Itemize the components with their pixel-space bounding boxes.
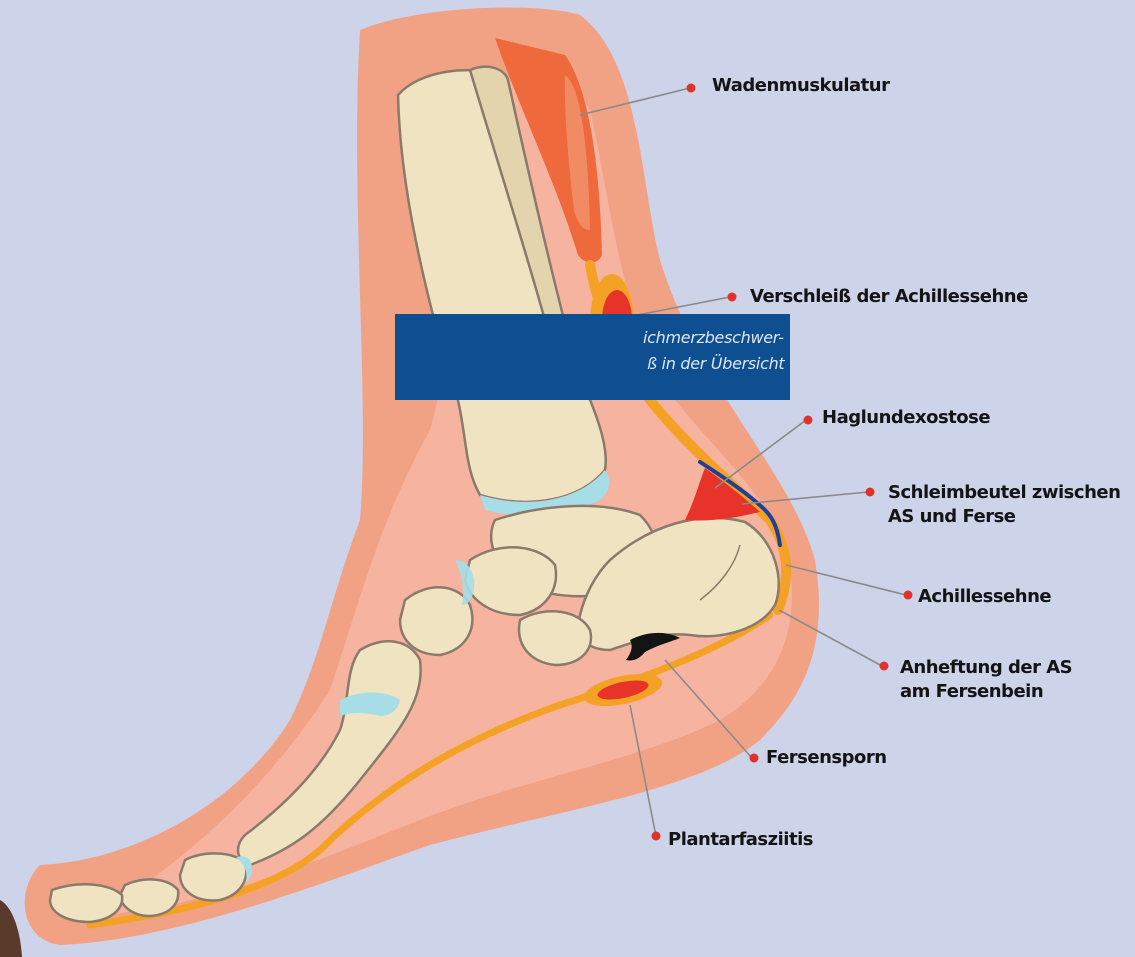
caption-box: ichmerzbeschwer- ß in der Übersicht — [395, 314, 790, 400]
cuneiform — [400, 587, 472, 655]
caption-line-2: ß in der Übersicht — [647, 354, 784, 373]
label-anheftung: Anheftung der AS am Fersenbein — [900, 656, 1072, 704]
label-verschleiss: Verschleiß der Achillessehne — [750, 285, 1028, 309]
toe-proximal-phalanx — [180, 853, 246, 900]
label-achillessehne: Achillessehne — [918, 585, 1051, 609]
caption-line-1: ichmerzbeschwer- — [643, 328, 784, 347]
label-haglundexostose: Haglundexostose — [822, 406, 990, 430]
hand-fragment — [0, 900, 22, 957]
label-plantarfasziitis: Plantarfasziitis — [668, 828, 813, 852]
label-wadenmuskulatur: Wadenmuskulatur — [712, 74, 889, 98]
toe-distal-phalanx — [50, 884, 122, 922]
label-fersensporn: Fersensporn — [766, 746, 887, 770]
label-schleimbeutel: Schleimbeutel zwischen AS und Ferse — [888, 481, 1120, 529]
toe-middle-phalanx — [120, 879, 178, 916]
